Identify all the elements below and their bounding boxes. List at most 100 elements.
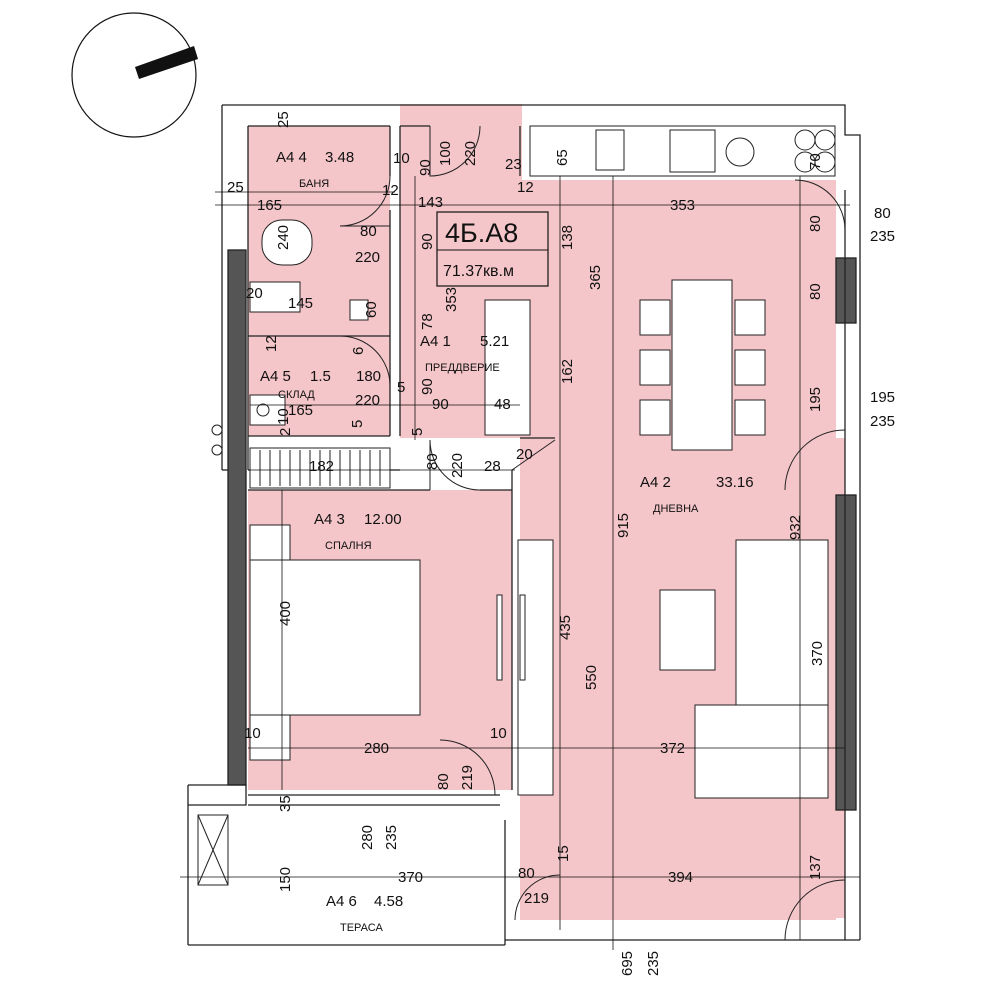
- wardrobe: [249, 447, 391, 489]
- dim-label: 353: [670, 197, 695, 214]
- dim-label: 10: [244, 725, 261, 742]
- dim-label: 23: [505, 156, 522, 173]
- window-dim-top: 80: [874, 205, 891, 222]
- dim-label: 10: [490, 725, 507, 742]
- window-dim-top: 195: [870, 389, 895, 406]
- dim-label: 220: [462, 141, 479, 166]
- dim-label: 2: [277, 428, 294, 436]
- dim-label: 220: [355, 249, 380, 266]
- window-dim-bottom: 235: [870, 228, 895, 245]
- dimension-labels-horizontal: 25 165 143 353 80 220 145 180 220 165 90…: [227, 150, 895, 907]
- dim-label: 435: [557, 615, 574, 640]
- dim-label: 10: [275, 408, 292, 425]
- unit-title: 4Б.А8 71.37кв.м: [436, 211, 549, 287]
- room-area-bedroom: 12.00: [364, 511, 402, 528]
- dim-label: 138: [559, 225, 576, 250]
- doors: [339, 125, 846, 941]
- room-code-bedroom: А4 3: [314, 511, 345, 528]
- dimension-lines: [180, 176, 860, 950]
- dim-label: 48: [494, 396, 511, 413]
- dim-label: 90: [419, 233, 436, 250]
- room-name-terrace: ТЕРАСА: [340, 922, 383, 934]
- room-name-bath: БАНЯ: [299, 178, 329, 190]
- dim-label: 235: [645, 951, 662, 976]
- dim-label: 550: [583, 665, 600, 690]
- dim-label: 6: [350, 347, 367, 355]
- bed: [249, 524, 421, 761]
- room-code-bath: А4 4: [276, 149, 307, 166]
- room-name-hall: ПРЕДДВЕРИЕ: [425, 362, 500, 374]
- room-area-bath: 3.48: [325, 149, 354, 166]
- dim-label: 70: [807, 153, 824, 170]
- dim-label: 219: [459, 765, 476, 790]
- dim-label: 235: [383, 825, 400, 850]
- room-code-storage: А4 5: [260, 368, 291, 385]
- dining-table: [639, 279, 766, 451]
- dim-label: 219: [524, 890, 549, 907]
- dim-label: 915: [615, 513, 632, 538]
- room-area-storage: 1.5: [310, 368, 331, 385]
- dim-label: 5: [349, 420, 366, 428]
- dim-label: 5: [397, 379, 405, 396]
- dim-label: 12: [382, 182, 399, 199]
- dim-label: 90: [417, 159, 434, 176]
- dim-label: 100: [437, 141, 454, 166]
- dim-label: 35: [277, 795, 294, 812]
- dim-label: 165: [288, 402, 313, 419]
- dim-label: 78: [419, 313, 436, 330]
- dim-label: 220: [355, 392, 380, 409]
- tv-unit: [496, 539, 554, 796]
- dim-label: 143: [418, 194, 443, 211]
- terrace-ladder: [197, 814, 229, 886]
- dim-label: 25: [227, 179, 244, 196]
- room-name-storage: СКЛАД: [278, 389, 315, 401]
- dim-label: 80: [360, 223, 377, 240]
- dim-label: 80: [424, 453, 441, 470]
- dim-label: 240: [275, 225, 292, 250]
- dim-label: 353: [443, 287, 460, 312]
- dim-label: 28: [484, 458, 501, 475]
- dim-label: 20: [246, 285, 263, 302]
- dim-label: 150: [277, 867, 294, 892]
- dim-label: 182: [309, 458, 334, 475]
- window-dim-bottom: 235: [870, 413, 895, 430]
- dim-label: 365: [587, 265, 604, 290]
- room-area-living: 33.16: [716, 474, 754, 491]
- dim-label: 15: [555, 845, 572, 862]
- dim-label: 60: [363, 301, 380, 318]
- dim-label: 12: [517, 179, 534, 196]
- room-code-living: А4 2: [640, 474, 671, 491]
- walls: [187, 104, 861, 946]
- dim-label: 280: [364, 740, 389, 757]
- dim-label: 280: [359, 825, 376, 850]
- dim-label: 137: [807, 855, 824, 880]
- dim-label: 12: [263, 335, 280, 352]
- dim-label: 20: [516, 446, 533, 463]
- dim-label: 80: [435, 773, 452, 790]
- room-code-hall: А4 1: [420, 333, 451, 350]
- dim-label: 80: [518, 865, 535, 882]
- room-area-hall: 5.21: [480, 333, 509, 350]
- sofa: [659, 539, 829, 799]
- dim-label: 90: [419, 378, 436, 395]
- unit-area: 71.37кв.м: [443, 263, 514, 280]
- dim-label: 195: [807, 387, 824, 412]
- room-code-terrace: А4 6: [326, 893, 357, 910]
- room-name-living: ДНЕВНА: [653, 503, 699, 515]
- unit-code: 4Б.А8: [445, 218, 518, 248]
- dim-label: 145: [288, 295, 313, 312]
- room-name-bedroom: СПАЛНЯ: [325, 540, 372, 552]
- dim-label: 370: [809, 641, 826, 666]
- dim-label: 370: [398, 869, 423, 886]
- dim-label: 400: [277, 601, 294, 626]
- dimension-labels-vertical: 25 90 100 220 65 70 240 90 138 365 80 80…: [263, 111, 826, 976]
- kitchen-counter: [529, 125, 836, 177]
- dim-label: 394: [668, 869, 693, 886]
- dim-label: 372: [660, 740, 685, 757]
- dim-label: 5: [409, 428, 426, 436]
- dim-label: 90: [432, 396, 449, 413]
- dim-label: 162: [559, 359, 576, 384]
- dim-label: 25: [275, 111, 292, 128]
